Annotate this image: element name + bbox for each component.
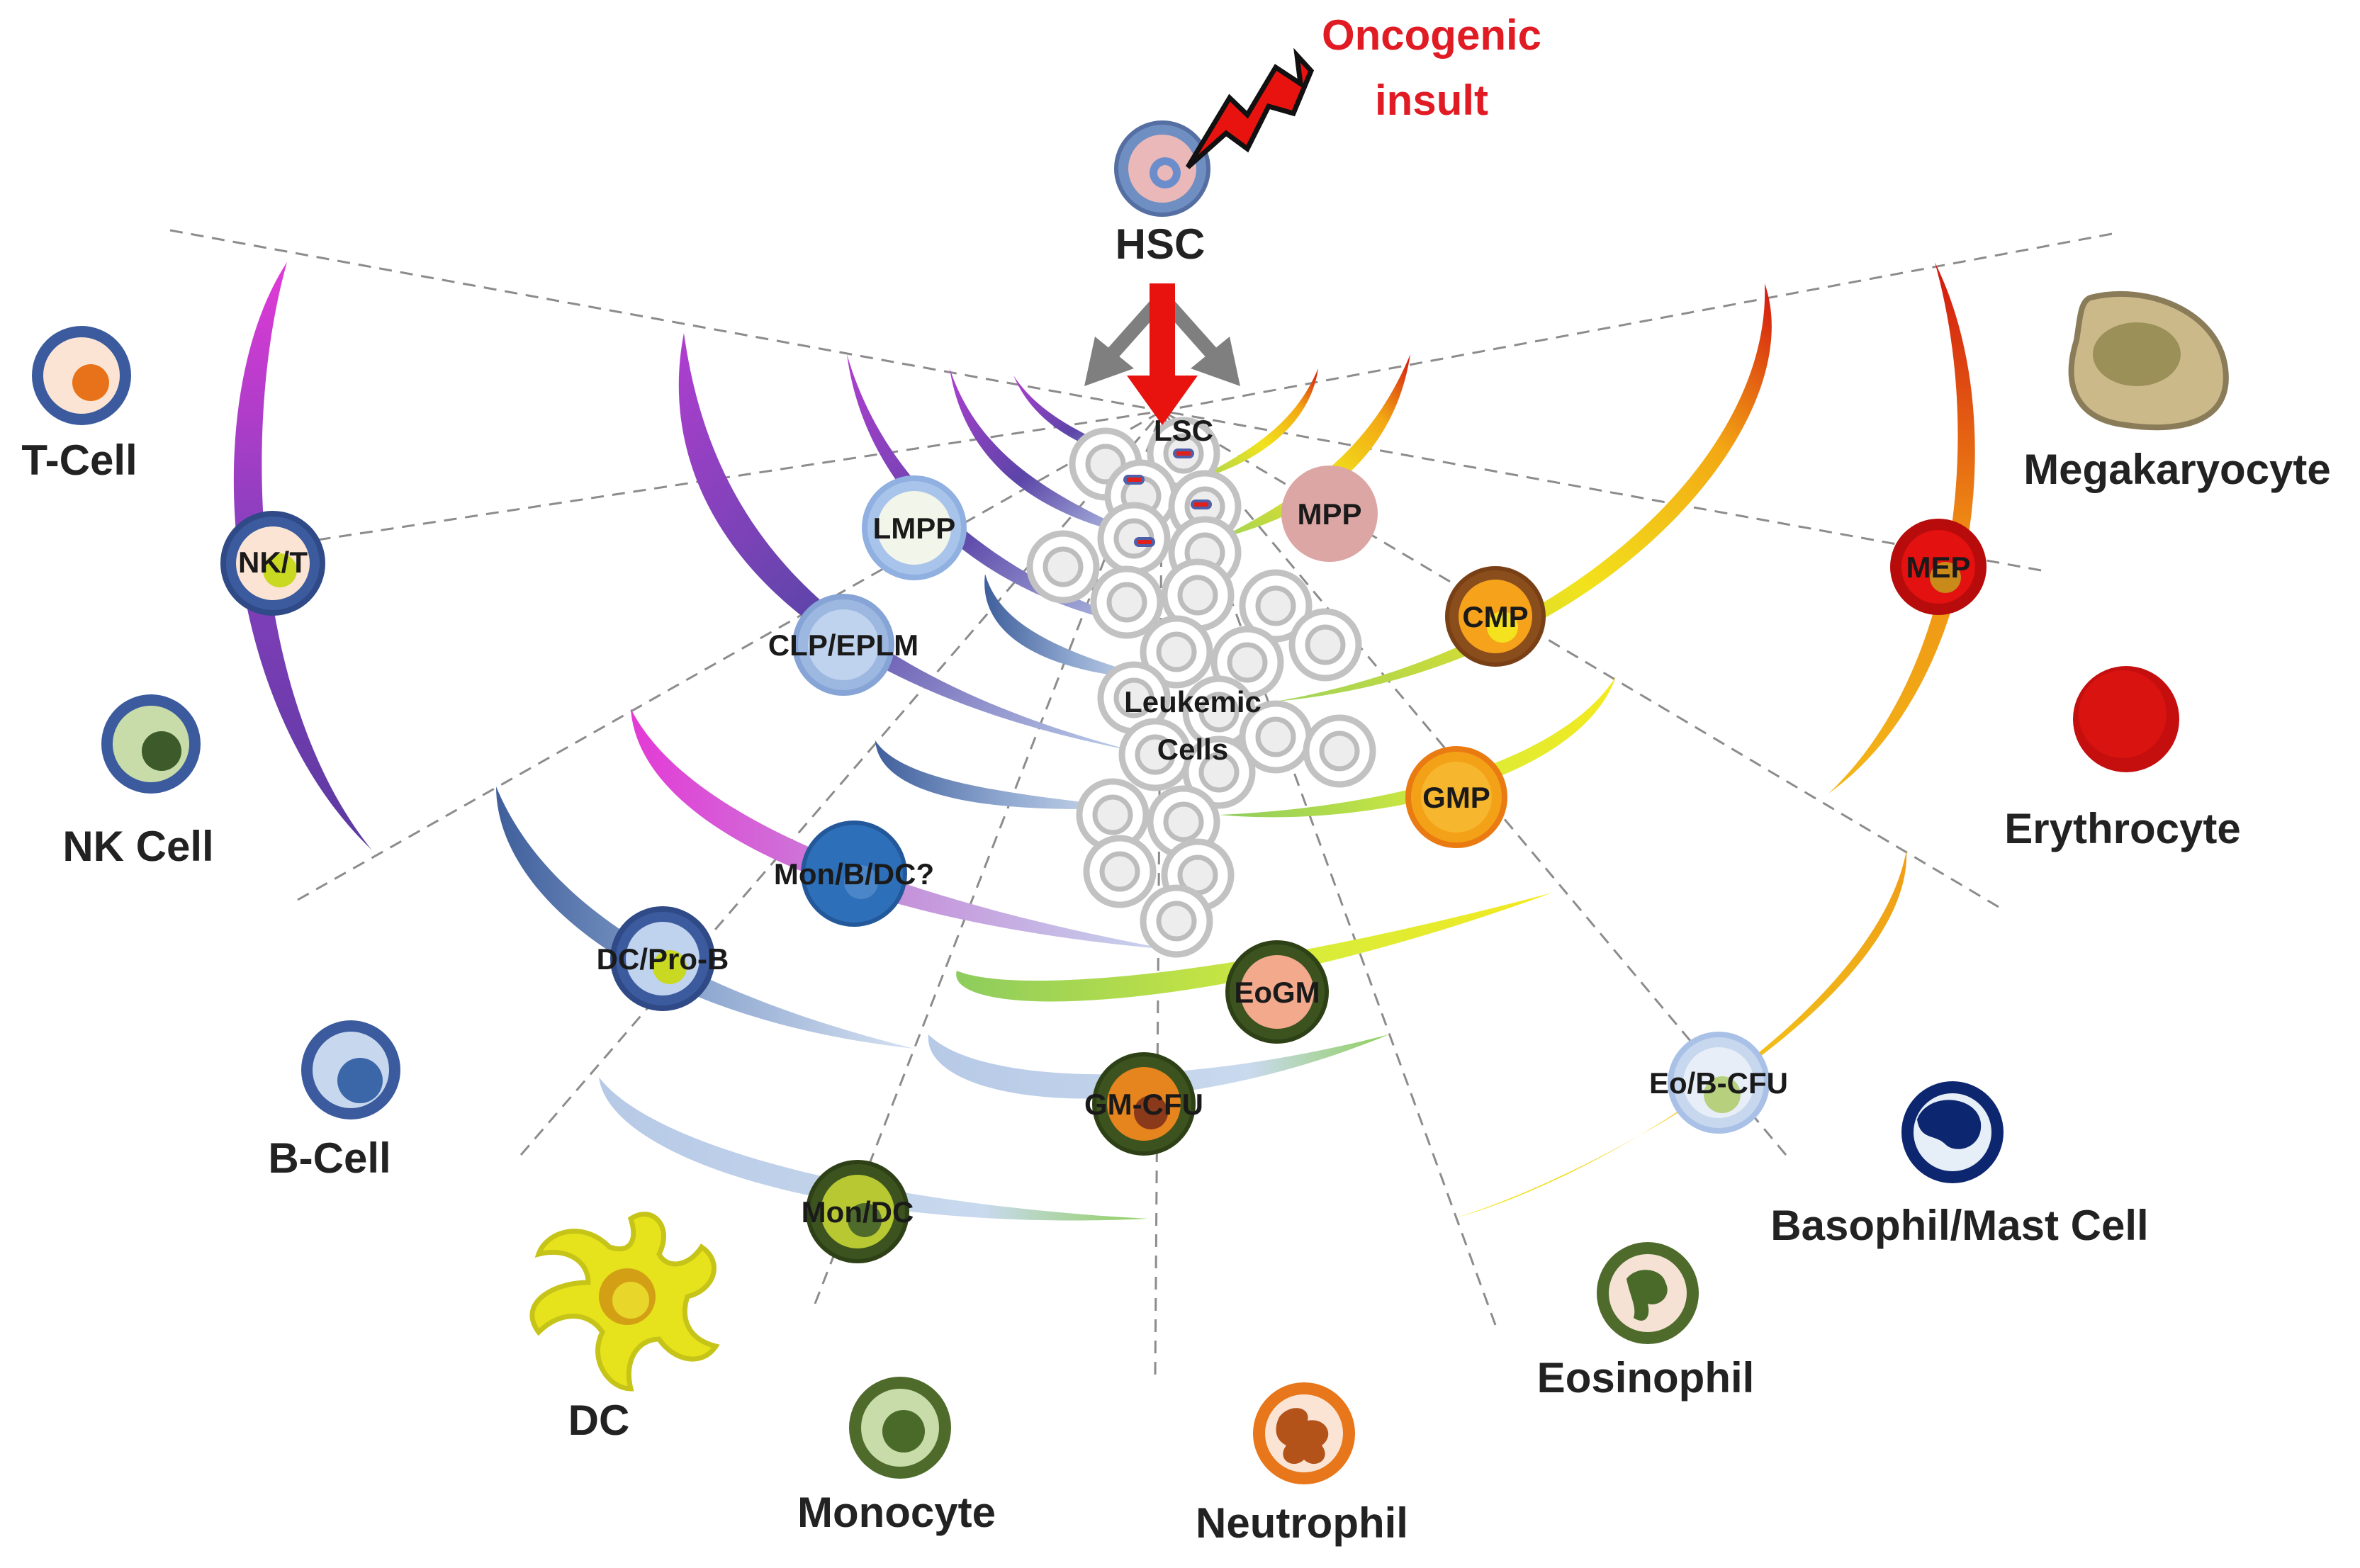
arc-dcprob bbox=[496, 786, 914, 1049]
progenitor-mep: MEP bbox=[1890, 519, 1987, 615]
nkcell-label: NK Cell bbox=[62, 823, 213, 870]
neutrophil-icon bbox=[1253, 1382, 1355, 1484]
progenitor-monbdc: Mon/B/DC? bbox=[774, 820, 934, 927]
monocyte-icon bbox=[849, 1377, 951, 1479]
dc-label: DC bbox=[568, 1397, 630, 1444]
eosinophil-icon bbox=[1597, 1242, 1699, 1344]
arc-inner-1 bbox=[950, 368, 1148, 538]
arc-clp bbox=[678, 333, 1134, 751]
progenitor-lmpp: LMPP bbox=[862, 475, 967, 580]
dcprob-label: DC/Pro-B bbox=[597, 942, 729, 976]
progenitor-clp: CLP/EPLM bbox=[768, 594, 918, 696]
red-arrowhead bbox=[1127, 376, 1198, 425]
tcell-label: T-Cell bbox=[21, 436, 137, 484]
arc-eogm bbox=[956, 893, 1552, 1002]
basophil-label: Basophil/Mast Cell bbox=[1770, 1202, 2148, 1249]
clp-label: CLP/EPLM bbox=[768, 628, 918, 662]
gmp-label: GMP bbox=[1422, 781, 1490, 814]
hsc-cell bbox=[1114, 120, 1210, 217]
insult-label-line1: Oncogenic bbox=[1322, 11, 1541, 59]
bcell-icon bbox=[301, 1020, 400, 1119]
lsc-label: LSC bbox=[1154, 414, 1213, 447]
lmpp-label: LMPP bbox=[873, 512, 956, 545]
nkcell-icon bbox=[101, 694, 201, 794]
hsc-arrows bbox=[1084, 283, 1240, 425]
progenitor-dcprob: DC/Pro-B bbox=[597, 906, 729, 1011]
neutrophil-label: Neutrophil bbox=[1196, 1499, 1408, 1547]
hsc-label: HSC bbox=[1116, 220, 1206, 268]
nkt-label: NK/T bbox=[238, 546, 308, 579]
gmcfu-label: GM-CFU bbox=[1084, 1088, 1203, 1121]
leukemic-cell-cluster bbox=[1026, 417, 1376, 958]
mpp-label: MPP bbox=[1297, 497, 1361, 531]
arc-monbdc bbox=[631, 709, 1169, 949]
red-arrow-shaft bbox=[1150, 283, 1175, 383]
eobcfu-label: Eo/B-CFU bbox=[1649, 1066, 1788, 1100]
megakaryocyte-icon bbox=[2068, 291, 2229, 431]
leukemic-label-line1: Leukemic bbox=[1124, 685, 1262, 718]
bcell-label: B-Cell bbox=[268, 1134, 390, 1182]
progenitor-eobcfu: Eo/B-CFU bbox=[1649, 1032, 1788, 1134]
dc-icon bbox=[529, 1212, 720, 1392]
arc-small-blue-1 bbox=[984, 574, 1162, 680]
monbdc-label: Mon/B/DC? bbox=[774, 857, 934, 891]
grey-arrowhead-right bbox=[1191, 337, 1240, 386]
arc-eobcfu bbox=[1453, 850, 1907, 1219]
insult-label-line2: insult bbox=[1375, 77, 1488, 124]
megakaryocyte-label: Megakaryocyte bbox=[2023, 446, 2331, 493]
eosinophil-label: Eosinophil bbox=[1537, 1354, 1755, 1401]
progenitor-gmcfu: GM-CFU bbox=[1084, 1052, 1203, 1156]
grey-arrowhead-left bbox=[1084, 337, 1134, 386]
erythrocyte-label: Erythrocyte bbox=[2004, 805, 2240, 852]
progenitor-eogm: EoGM bbox=[1225, 940, 1329, 1044]
arc-gmcfu bbox=[928, 1034, 1389, 1099]
arc-small-blue-2 bbox=[875, 740, 1134, 809]
leukemic-label-line2: Cells bbox=[1157, 733, 1228, 766]
lightning-icon bbox=[1186, 47, 1315, 169]
erythrocyte-icon bbox=[2073, 666, 2179, 772]
cmp-label: CMP bbox=[1462, 600, 1528, 633]
mep-label: MEP bbox=[1906, 551, 1970, 584]
arc-inner-right-2 bbox=[1219, 354, 1410, 538]
progenitor-gmp: GMP bbox=[1405, 746, 1507, 848]
monocyte-label: Monocyte bbox=[797, 1489, 996, 1536]
mondc-label: Mon/DC bbox=[802, 1195, 914, 1229]
basophil-icon bbox=[1901, 1081, 2004, 1183]
progenitor-mpp: MPP bbox=[1281, 466, 1378, 562]
progenitor-mondc: Mon/DC bbox=[802, 1160, 914, 1263]
progenitor-nkt: NK/T bbox=[220, 511, 325, 616]
progenitor-cmp: CMP bbox=[1445, 566, 1546, 667]
eogm-label: EoGM bbox=[1234, 976, 1320, 1009]
tcell-icon bbox=[32, 326, 131, 425]
